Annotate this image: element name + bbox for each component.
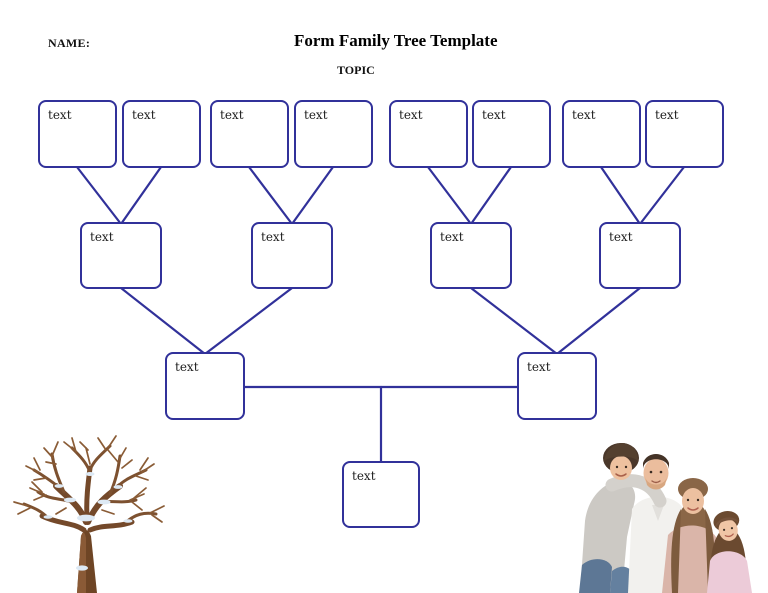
node-label: text (220, 108, 244, 122)
page-title: Form Family Tree Template (294, 31, 498, 50)
topic-label: TOPIC (337, 63, 375, 77)
node-label: text (399, 108, 423, 122)
tree-node-gen1-6[interactable]: text (472, 100, 551, 168)
node-label: text (261, 230, 285, 244)
name-label: NAME: (48, 36, 91, 50)
tree-node-gen2-4[interactable]: text (599, 222, 681, 289)
tree-node-gen3-1[interactable]: text (165, 352, 245, 420)
family-photo (579, 443, 752, 593)
node-label: text (48, 108, 72, 122)
tree-node-gen3-2[interactable]: text (517, 352, 597, 420)
tree-node-gen1-1[interactable]: text (38, 100, 117, 168)
node-label: text (304, 108, 328, 122)
dad-face (643, 454, 669, 490)
node-label: text (440, 230, 464, 244)
mom-figure (662, 478, 722, 593)
node-label: text (352, 469, 376, 483)
tree-node-gen2-1[interactable]: text (80, 222, 162, 289)
tree-node-gen1-5[interactable]: text (389, 100, 468, 168)
node-label: text (655, 108, 679, 122)
tree-node-gen1-8[interactable]: text (645, 100, 724, 168)
node-label: text (175, 360, 199, 374)
tree-node-gen1-3[interactable]: text (210, 100, 289, 168)
bare-tree-illustration (13, 435, 165, 593)
node-label: text (527, 360, 551, 374)
girl-figure (707, 511, 752, 593)
tree-node-gen2-2[interactable]: text (251, 222, 333, 289)
tree-node-gen1-2[interactable]: text (122, 100, 201, 168)
node-label: text (482, 108, 506, 122)
boy-face (603, 443, 639, 480)
node-label: text (90, 230, 114, 244)
tree-node-gen2-3[interactable]: text (430, 222, 512, 289)
tree-node-gen1-7[interactable]: text (562, 100, 641, 168)
node-label: text (132, 108, 156, 122)
node-label: text (609, 230, 633, 244)
tree-node-gen4-1[interactable]: text (342, 461, 420, 528)
tree-node-gen1-4[interactable]: text (294, 100, 373, 168)
node-label: text (572, 108, 596, 122)
